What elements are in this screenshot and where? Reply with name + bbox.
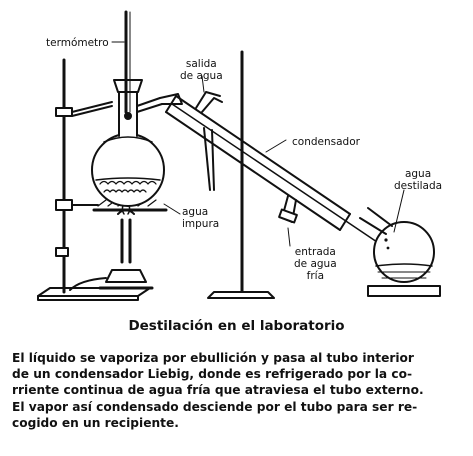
- label-entrada-line-1: entrada: [294, 246, 336, 258]
- burner: [69, 199, 154, 291]
- paragraph-line: El líquido se vaporiza por ebullición y …: [12, 351, 414, 365]
- right-ring-stand: [207, 50, 275, 299]
- figure-caption: Destilación en el laboratorio: [128, 318, 345, 334]
- label-salida-line-1: salida: [185, 58, 217, 70]
- impura-pointer: [163, 203, 181, 215]
- boiling-flask: [91, 79, 165, 207]
- paragraph-line: cogido en un recipiente.: [12, 415, 179, 430]
- label-condensador: condensador: [292, 136, 360, 148]
- paragraph-line: rriente continua de agua fría que atravi…: [12, 383, 424, 398]
- paragraph-line: de un condensador Liebig, donde es refri…: [12, 367, 413, 382]
- paragraph-line: El vapor así condensado desciende por el…: [12, 399, 418, 414]
- label-salida-de-agua: salida de agua: [180, 58, 223, 82]
- label-destilada-line-1: agua: [404, 168, 432, 180]
- label-agua-destilada: agua destilada: [394, 168, 442, 192]
- liebig-condenser: [165, 75, 381, 247]
- distillation-diagram: termómetro salida de agua condensador ag…: [37, 10, 442, 301]
- description-paragraph: El líquido se vaporiza por ebullición y …: [12, 350, 464, 431]
- label-impura-line-2: impura: [182, 218, 220, 230]
- thermometer: [111, 10, 132, 120]
- receiving-flask: [359, 189, 441, 297]
- label-entrada-line-3: fría: [306, 270, 325, 282]
- label-impura-line-1: agua: [182, 206, 209, 218]
- label-entrada-de-agua-fria: entrada de agua fría: [294, 246, 337, 282]
- apparatus-drawing: [37, 10, 441, 301]
- label-salida-line-2: de agua: [180, 70, 223, 82]
- label-entrada-line-2: de agua: [294, 258, 337, 270]
- label-termometro: termómetro: [46, 37, 109, 49]
- label-agua-impura: agua impura: [182, 206, 219, 230]
- label-destilada-line-2: destilada: [394, 180, 443, 192]
